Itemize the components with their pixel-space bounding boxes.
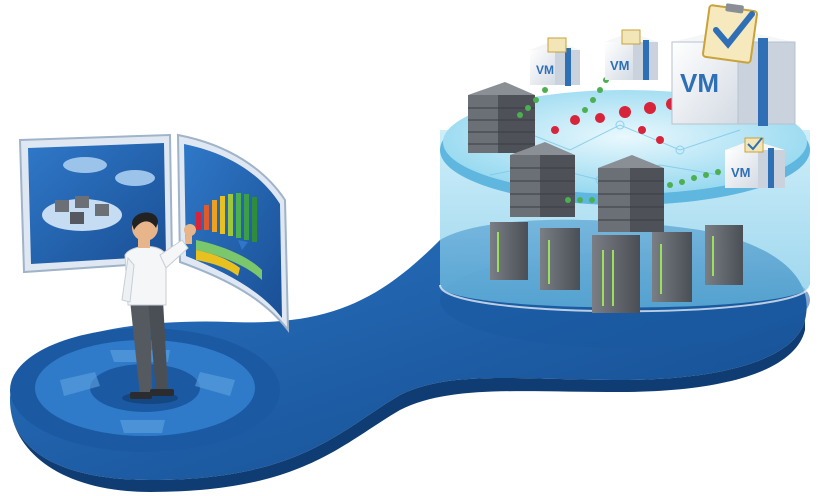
vm-label: VM xyxy=(731,165,751,180)
server-stack-2 xyxy=(510,142,575,217)
person-figure xyxy=(121,212,196,404)
clipboard-check-icon xyxy=(702,3,758,64)
bar-chart-icon xyxy=(196,193,257,242)
server-stack-3 xyxy=(598,155,664,232)
vm-package-icon-small-1: VM xyxy=(530,37,580,86)
vm-package-icon-small-3: VM xyxy=(725,137,785,188)
server-stack-1 xyxy=(468,82,535,153)
vm-label: VM xyxy=(536,63,554,77)
server-rack-icon xyxy=(490,222,743,313)
vm-label: VM xyxy=(610,58,630,73)
dashboard-screen-icon xyxy=(18,133,290,334)
vm-package-icon-large: VM xyxy=(671,3,796,126)
vm-label: VM xyxy=(680,68,719,98)
vm-package-icon-small-2: VM xyxy=(605,29,658,80)
